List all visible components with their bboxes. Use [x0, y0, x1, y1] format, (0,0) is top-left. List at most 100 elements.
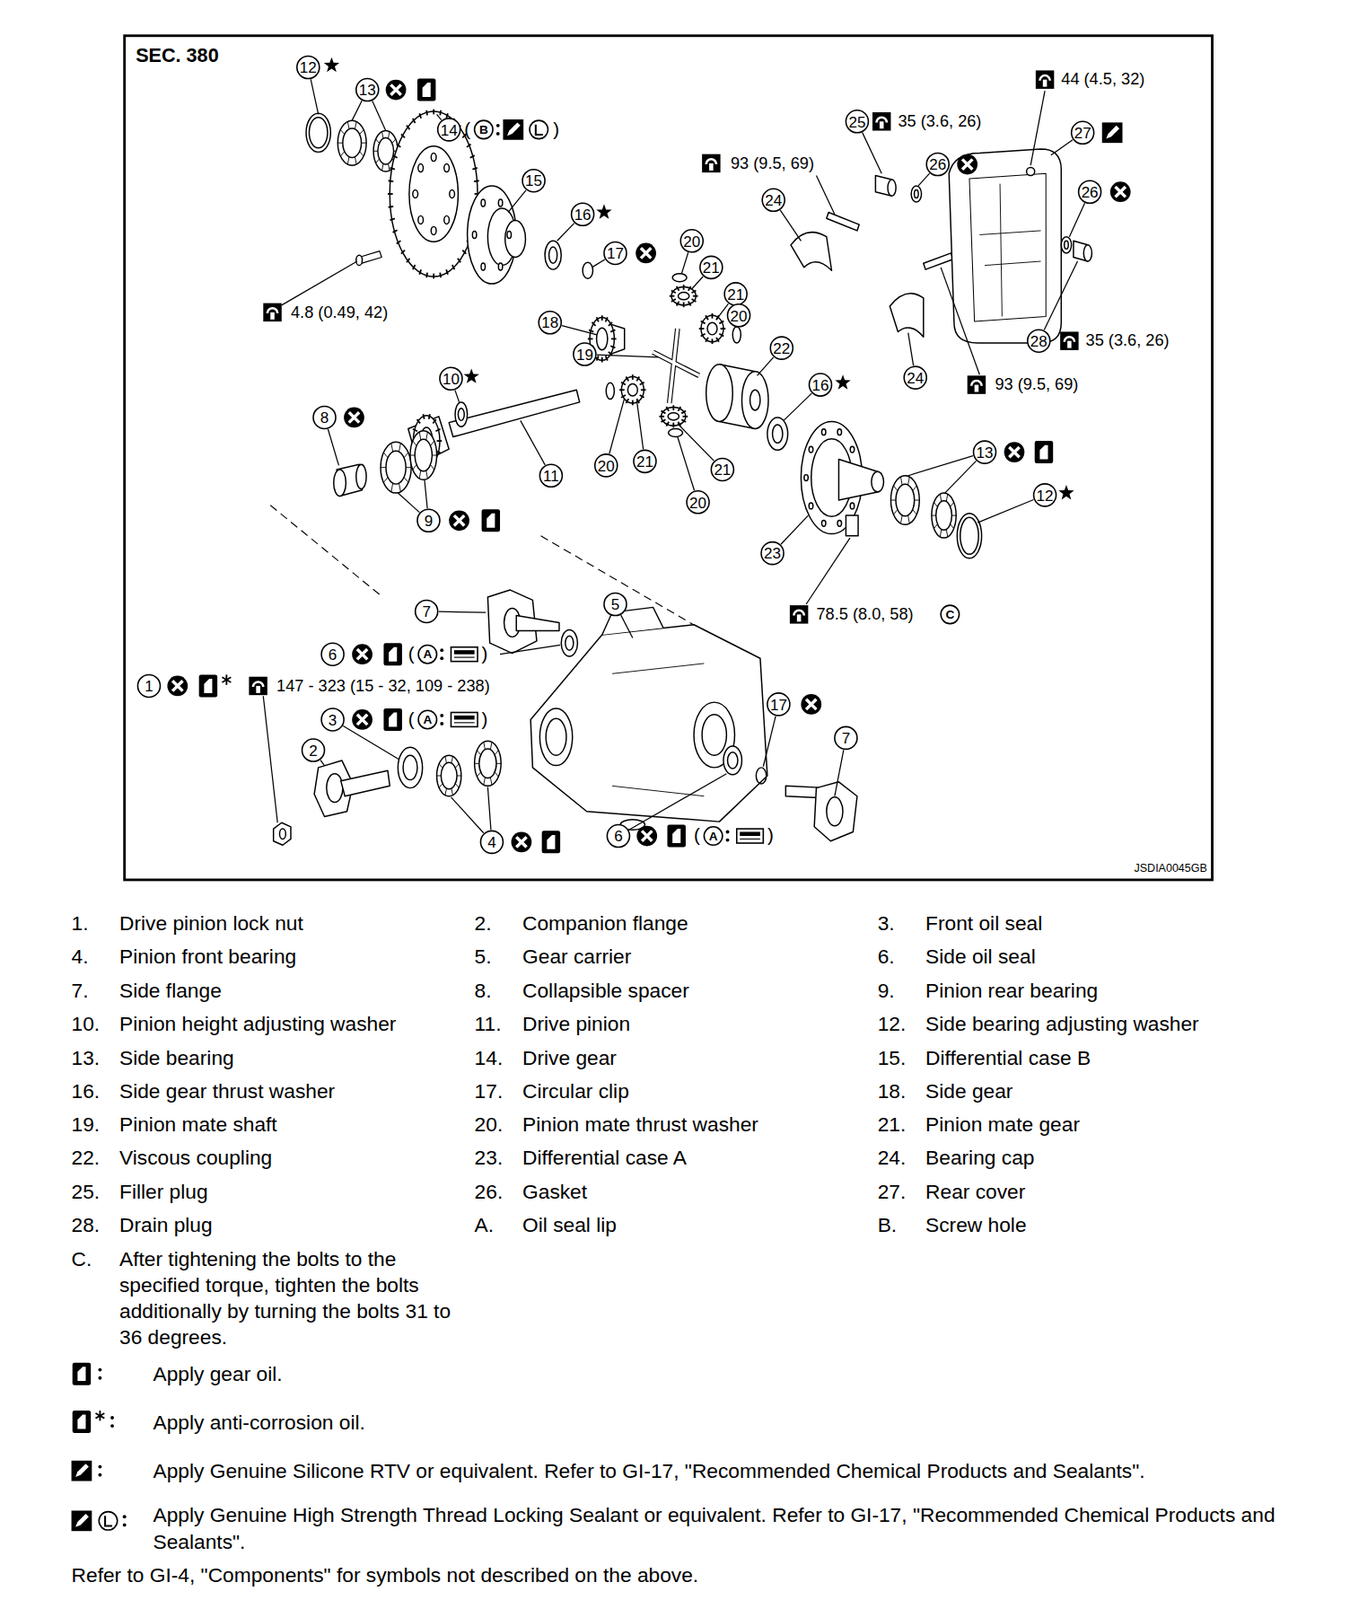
callout-circle — [573, 342, 597, 366]
part-line — [701, 321, 706, 325]
leader-line — [945, 460, 977, 493]
part-line — [677, 406, 681, 412]
part-line — [494, 771, 499, 777]
part-outline — [279, 828, 286, 839]
part-line — [979, 230, 1041, 236]
leader-line — [677, 437, 695, 491]
part-outline — [409, 146, 459, 242]
parts-list-name: Drive gear — [522, 1044, 617, 1070]
part-line — [387, 192, 394, 195]
gear-oil-symbol — [383, 708, 402, 731]
part-line — [419, 431, 421, 440]
part-outline — [437, 754, 462, 796]
letter-circle — [703, 826, 722, 845]
part-line — [681, 419, 686, 422]
part-line — [610, 345, 615, 348]
part-line — [494, 750, 499, 755]
part-line — [383, 477, 388, 483]
parts-list-name: Oil seal lip — [522, 1212, 617, 1238]
part-line — [361, 142, 368, 144]
callout-circle — [356, 78, 379, 102]
bracket-mark: ) — [482, 644, 489, 663]
part-line — [337, 142, 343, 144]
part-outline — [403, 754, 418, 780]
part-outline — [544, 240, 562, 270]
part-line — [636, 376, 640, 381]
part-outline — [308, 117, 327, 149]
callout-number: 21 — [702, 259, 720, 275]
part-line — [456, 774, 462, 776]
callout-number: 6 — [613, 828, 623, 844]
parts-list-name: Pinion rear bearing — [925, 977, 1098, 1003]
part-line — [596, 355, 599, 360]
part-line — [908, 476, 911, 485]
torque-symbol — [872, 112, 891, 131]
callout-number: 11 — [543, 467, 560, 483]
part-line — [672, 404, 675, 411]
part-outline — [444, 215, 450, 224]
part-line — [354, 121, 357, 129]
letter-circle — [418, 710, 437, 728]
gear-oil-symbol — [1034, 440, 1053, 464]
leader-line — [757, 357, 774, 376]
callout-circle — [724, 282, 747, 306]
part-line — [716, 337, 719, 342]
torque-value: 4.8 (0.49, 42) — [290, 304, 388, 321]
leader-line — [455, 390, 460, 403]
part-line — [951, 515, 956, 517]
replace-symbol — [636, 825, 658, 847]
part-outline — [498, 199, 503, 207]
callout-number: 16 — [574, 206, 592, 222]
part-outline — [561, 629, 578, 657]
parts-list-number: 5. — [474, 943, 492, 969]
part-line — [393, 229, 398, 233]
part-outline — [837, 519, 842, 526]
parts-list-number: B. — [877, 1212, 897, 1238]
part-line — [412, 440, 417, 447]
part-line — [429, 413, 430, 420]
part-line — [373, 150, 378, 152]
parts-list-number: 6. — [877, 943, 895, 969]
parts-list-name: Differential case B — [925, 1044, 1091, 1070]
callout-number: 17 — [770, 696, 788, 712]
part-outline — [333, 469, 347, 497]
part-line — [490, 777, 492, 785]
parts-list-name: Filler plug — [119, 1178, 209, 1204]
part-line — [388, 179, 395, 183]
part-line — [438, 783, 443, 789]
gear-oil-symbol — [199, 674, 218, 697]
callout-number: 8 — [320, 409, 329, 425]
part-line — [476, 750, 481, 755]
leader-line — [815, 175, 834, 215]
part-line — [950, 524, 955, 529]
part-line — [934, 524, 938, 529]
part-outline — [516, 614, 560, 631]
parts-list-number: 17. — [474, 1078, 504, 1104]
leader-line — [561, 325, 597, 335]
part-line — [669, 295, 675, 298]
part-outline — [767, 417, 789, 450]
part-line — [608, 322, 613, 326]
callout-number: 10 — [442, 370, 460, 386]
part-outline — [472, 230, 477, 238]
part-outline — [481, 199, 486, 207]
part-outline — [668, 428, 684, 437]
part-line — [340, 151, 345, 157]
part-outline — [960, 517, 979, 554]
part-line — [671, 298, 676, 302]
part-line — [890, 499, 896, 501]
part-line — [432, 273, 435, 280]
asterisk-mark — [221, 674, 231, 684]
part-outline — [457, 408, 465, 421]
bracket-mark: ( — [693, 825, 701, 844]
part-line — [401, 133, 405, 138]
bracket-mark: ( — [464, 120, 471, 139]
part-line — [705, 315, 709, 320]
part-line — [406, 258, 410, 263]
parts-list-name: Side bearing — [119, 1044, 235, 1070]
bracket-mark: ( — [408, 710, 415, 728]
replace-symbol — [166, 675, 188, 697]
part-line — [483, 777, 486, 785]
part-line — [419, 113, 421, 118]
part-line — [658, 415, 665, 418]
